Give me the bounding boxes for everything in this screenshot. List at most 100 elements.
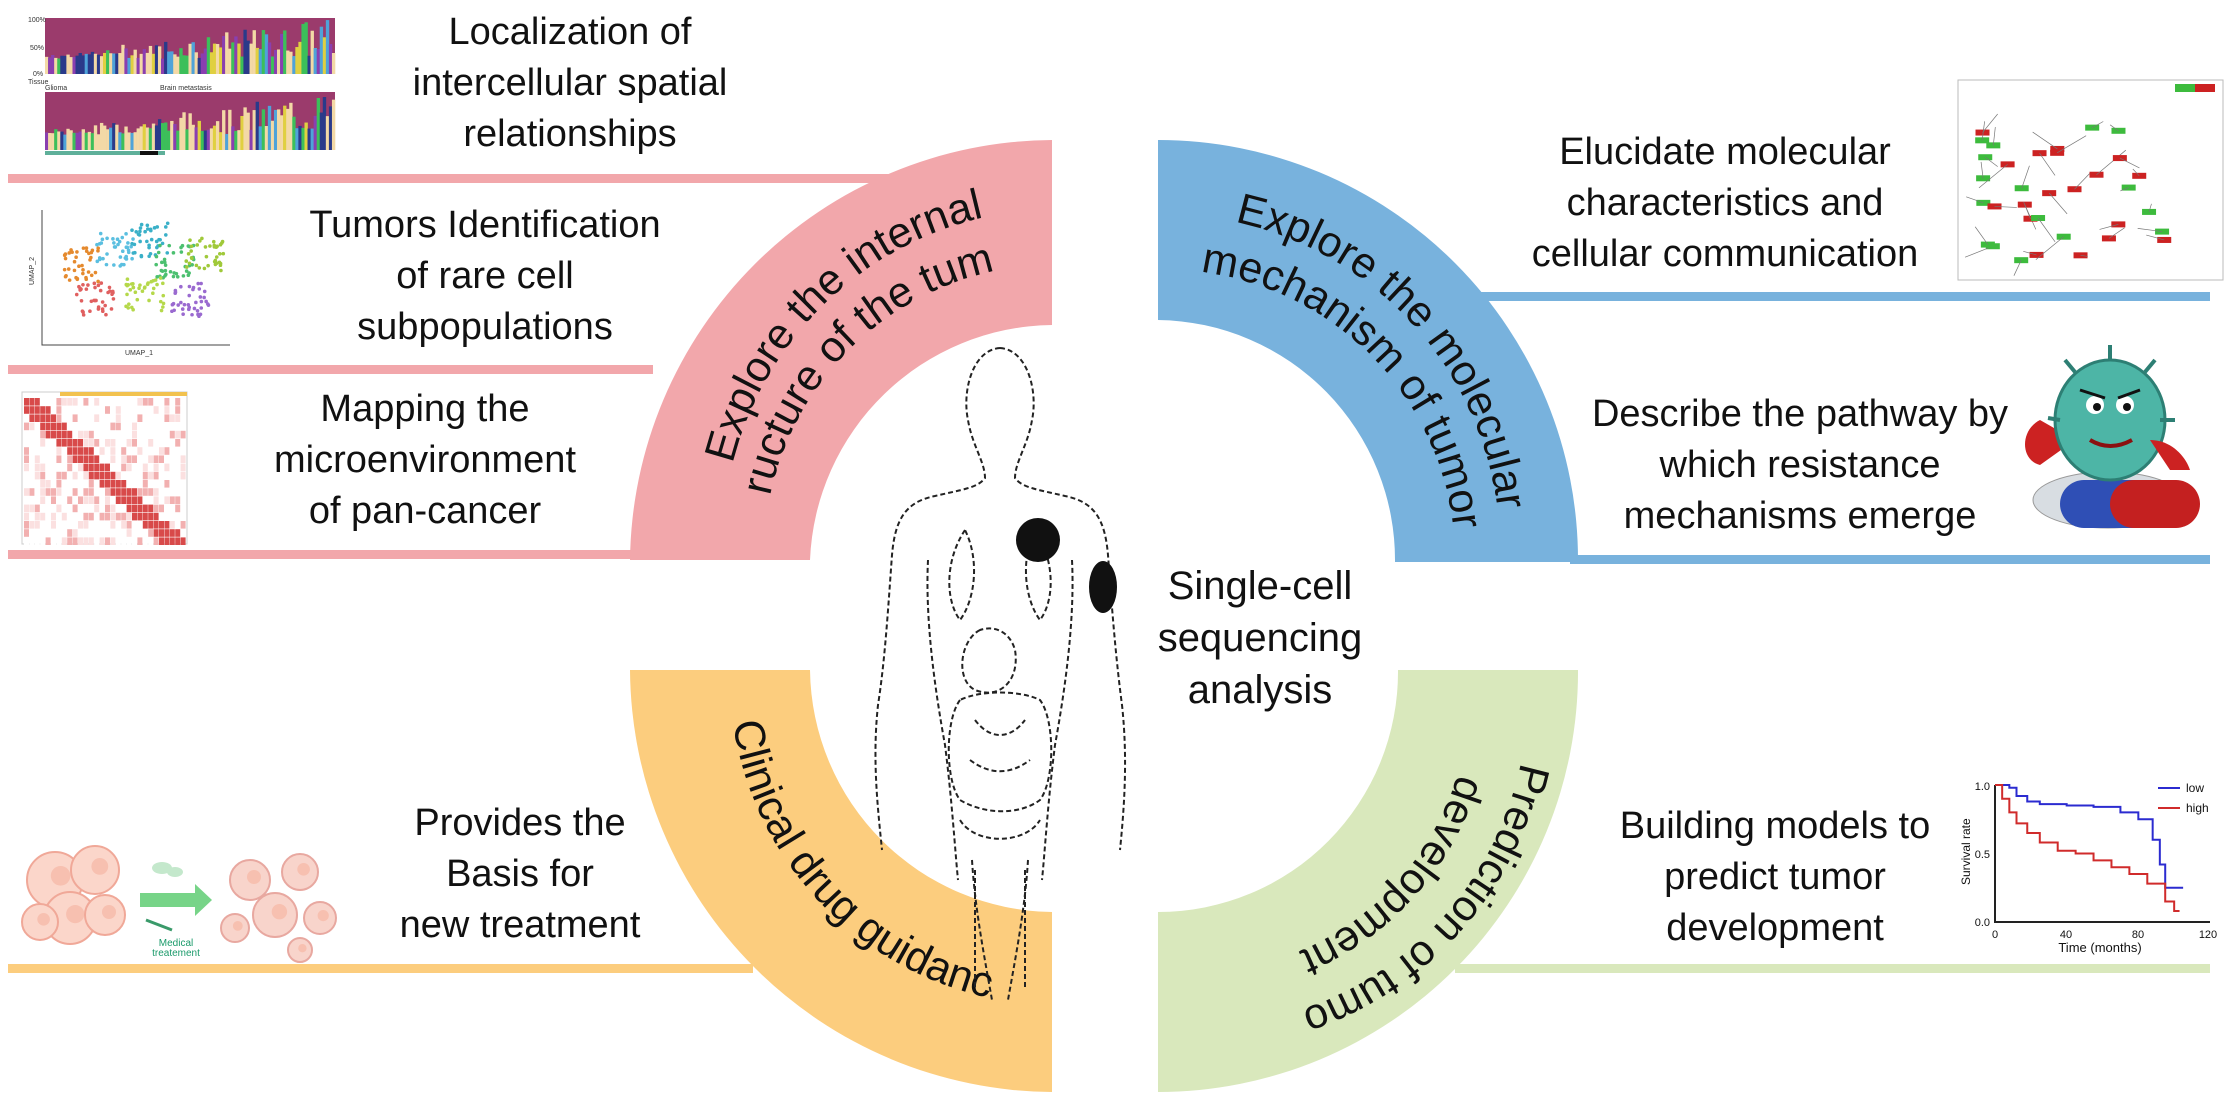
barplot-bar (87, 131, 92, 150)
umap-point (163, 274, 167, 278)
umap-point (198, 295, 203, 299)
umap-point (194, 263, 199, 268)
heatmap-cell (51, 463, 56, 472)
heatmap-cell (24, 447, 29, 455)
heatmap-cell (56, 480, 62, 488)
barplot-bar (219, 47, 223, 74)
heatmap-cell (51, 439, 56, 447)
barplot-bar (255, 101, 259, 150)
umap-point (109, 307, 114, 311)
heatmap-cell (164, 471, 170, 480)
umap-point (186, 302, 191, 307)
heatmap-cell (137, 406, 143, 414)
barplot-bar (237, 130, 241, 150)
heatmap-cell (40, 471, 46, 480)
umap-point (161, 305, 165, 309)
barplot-bar (99, 122, 104, 150)
umap-point (77, 284, 81, 289)
heatmap-cell (164, 430, 170, 439)
heatmap-cell (115, 512, 121, 521)
heatmap-cell (78, 512, 83, 521)
umap-point (147, 298, 151, 303)
barplot-bar (66, 128, 70, 150)
heatmap-cell (29, 512, 35, 521)
heatmap-cell (137, 430, 143, 439)
umap-point (126, 241, 130, 245)
barplot-bar (310, 30, 314, 74)
heatmap-cell (88, 480, 94, 488)
barplot-bar (69, 130, 73, 150)
heatmap-cell (24, 430, 29, 439)
heatmap-cell (88, 471, 94, 480)
heatmap-cell (29, 521, 35, 529)
heatmap-cell (159, 512, 164, 521)
umap-point (199, 299, 204, 304)
heatmap-cell (153, 471, 159, 480)
heatmap-cell (159, 447, 164, 455)
heatmap-cell (159, 537, 164, 545)
umap-thumbnail: UMAP_1 UMAP_2 (29, 210, 230, 357)
umap-point (186, 244, 191, 248)
umap-point (110, 289, 115, 294)
umap-point (133, 250, 137, 255)
heatmap-cell (126, 406, 132, 414)
umap-point (211, 239, 216, 244)
barplot-bar (228, 109, 232, 150)
heatmap-cell (99, 422, 105, 431)
umap-point (116, 242, 120, 247)
heatmap-cell (88, 504, 94, 513)
heatmap-cell (61, 504, 67, 513)
barplot-bar (206, 129, 211, 150)
barplot-row-label: Tissue (28, 79, 48, 86)
heatmap-cell (132, 512, 137, 521)
barplot-bar (69, 57, 73, 74)
heatmap-cell (51, 480, 56, 488)
heatmap-cell (148, 422, 154, 431)
heatmap-cell (45, 521, 51, 529)
barplot-bar (258, 126, 263, 150)
heatmap-cell (115, 529, 121, 537)
heatmap-cell (78, 455, 83, 463)
umap-point (221, 251, 226, 256)
heatmap-cell (115, 537, 121, 545)
heatmap-cell (99, 471, 105, 480)
barplot-bar (246, 112, 250, 150)
heatmap-cell (88, 398, 94, 406)
heatmap-cell (45, 439, 51, 447)
umap-point (81, 271, 85, 276)
heatmap-cell (164, 414, 170, 422)
heatmap-cell (159, 455, 164, 463)
heatmap-cell (99, 496, 105, 504)
heatmap-cell (34, 430, 40, 439)
barplot-bar (121, 133, 125, 150)
heatmap-cell (153, 406, 159, 414)
barplot-bar (72, 132, 76, 150)
barplot-bar (243, 29, 247, 74)
heatmap-cell (105, 504, 110, 513)
heatmap-cell (88, 422, 94, 431)
heatmap-cell (40, 406, 46, 414)
barplot-bar (185, 129, 189, 150)
heatmap-cell (169, 504, 175, 513)
heatmap-cell (67, 496, 73, 504)
barplot-bar (90, 133, 95, 150)
survival-xlabel: Time (months) (2058, 940, 2141, 955)
barplot-bar (51, 133, 55, 150)
heatmap-cell (175, 414, 181, 422)
umap-point (106, 290, 110, 295)
umap-point (208, 244, 212, 248)
barplot-bar (252, 30, 256, 74)
umap-point (95, 259, 100, 264)
barplot-bar (200, 53, 205, 74)
umap-point (149, 279, 154, 284)
barplot-bar (231, 126, 235, 150)
umap-point (158, 243, 162, 248)
heatmap-cell (45, 430, 51, 439)
sector-internal-structure (630, 140, 1052, 560)
heatmap-cell (110, 488, 116, 496)
heatmap-cell (164, 422, 170, 431)
umap-point (67, 251, 72, 255)
heatmap-cell (72, 471, 78, 480)
stacked-barplot-thumbnail: 100% 50% 0% Tissue Glioma Brain metastas… (28, 17, 336, 155)
heatmap-cell (121, 463, 127, 472)
